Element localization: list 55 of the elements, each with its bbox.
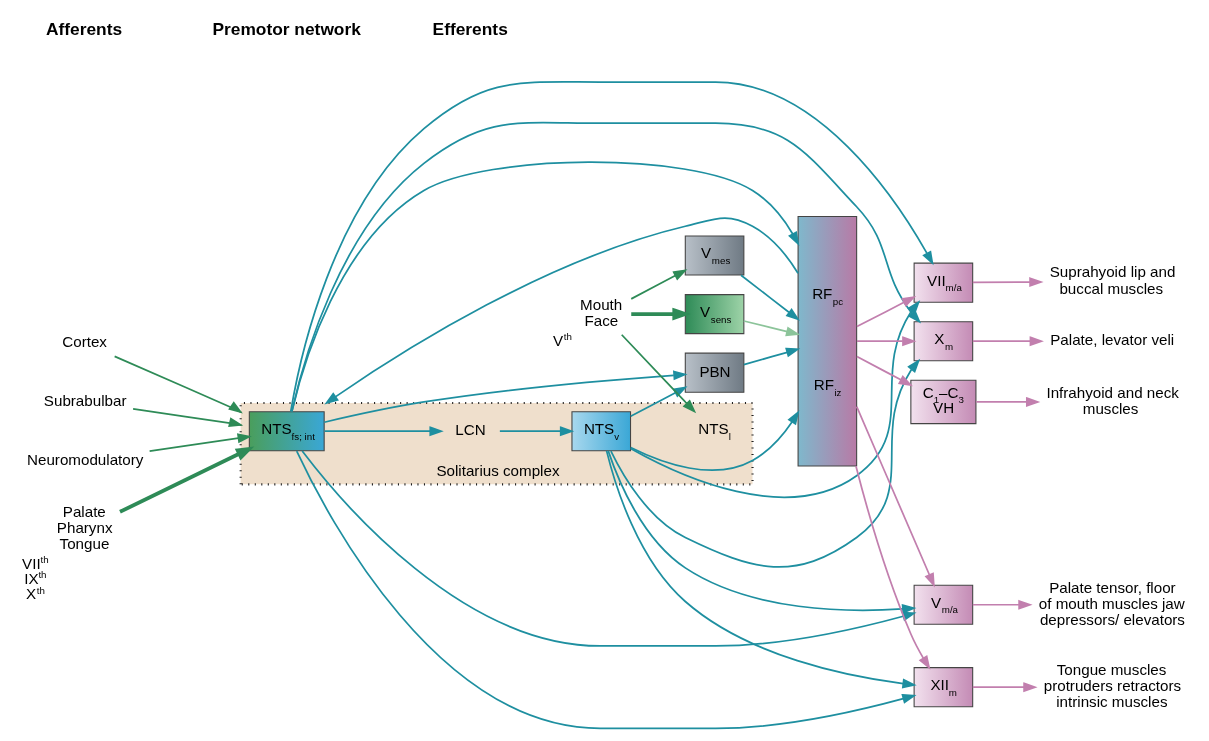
node-box: VII$_{m/a}$	[913, 262, 974, 303]
node-box: V$_{m/a}$	[913, 584, 974, 625]
node-text: Cortex	[62, 333, 107, 351]
node-box: XII$_{m}$	[913, 667, 974, 708]
label: Afferents	[45, 19, 123, 40]
node-text: Suprahyoid lip and buccal muscles	[1049, 263, 1176, 297]
arrow	[499, 426, 575, 437]
arrow	[971, 336, 1044, 347]
node-text: LCN	[455, 421, 486, 439]
arrow	[631, 307, 691, 321]
node-box: X$_{m}$	[913, 321, 974, 362]
arrow	[855, 465, 931, 670]
arrow	[855, 405, 935, 588]
arrow	[113, 355, 243, 414]
label: Premotor network	[212, 19, 361, 40]
arrow	[743, 320, 801, 337]
arrow	[971, 277, 1044, 288]
arrow	[119, 446, 255, 514]
node-box: RF$_{pc}$ RF$_{iz}$	[797, 215, 858, 467]
arrow	[743, 347, 801, 366]
arrow	[975, 396, 1041, 407]
node-text: Subrabulbar	[43, 391, 127, 409]
arrow	[856, 355, 913, 387]
node-box: NTS$_{v}$	[571, 411, 632, 452]
node-text: Palate, levator veli	[1050, 331, 1175, 349]
node-label: VII$^{th}$ IX$^{th}$ X$^{th}$	[22, 554, 49, 602]
arrow	[856, 296, 917, 328]
arrow	[607, 450, 917, 614]
node-box: PBN	[684, 352, 745, 393]
node-text: Infrahyoid and neck muscles	[1046, 383, 1179, 418]
arrow	[630, 269, 688, 300]
node-text: Neuromodulatory	[27, 450, 144, 468]
node-box: NTS$_{fs; int}$	[248, 411, 325, 452]
arrow	[620, 333, 697, 414]
node-text: Palate Pharynx Tongue	[56, 502, 113, 553]
node-box: V$_{sens}$	[684, 294, 745, 335]
arrow	[856, 336, 917, 347]
arrow	[291, 161, 800, 413]
arrow	[148, 433, 252, 452]
node-label: V$^{th}$	[552, 331, 572, 349]
node-text: Tongue muscles protruders retractors intrinsic muscles	[1043, 660, 1182, 711]
node-text: NTS$_{l}$	[698, 420, 731, 442]
arrow	[132, 408, 244, 428]
node-box: C$_{1}$–C$_{3}$ VH	[910, 379, 977, 425]
arrow	[971, 599, 1033, 610]
node-box: V$_{mes}$	[684, 235, 745, 276]
arrow	[971, 682, 1038, 693]
arrow	[740, 274, 800, 321]
label: Efferents	[432, 19, 508, 40]
arrow	[324, 217, 799, 405]
arrow	[323, 426, 444, 437]
arrow	[629, 410, 800, 472]
node-text: Palate tensor, floor of mouth muscles jaw depressors/ elevators	[1038, 578, 1185, 629]
node-text: Mouth Face	[580, 295, 623, 330]
arrow	[610, 358, 921, 568]
